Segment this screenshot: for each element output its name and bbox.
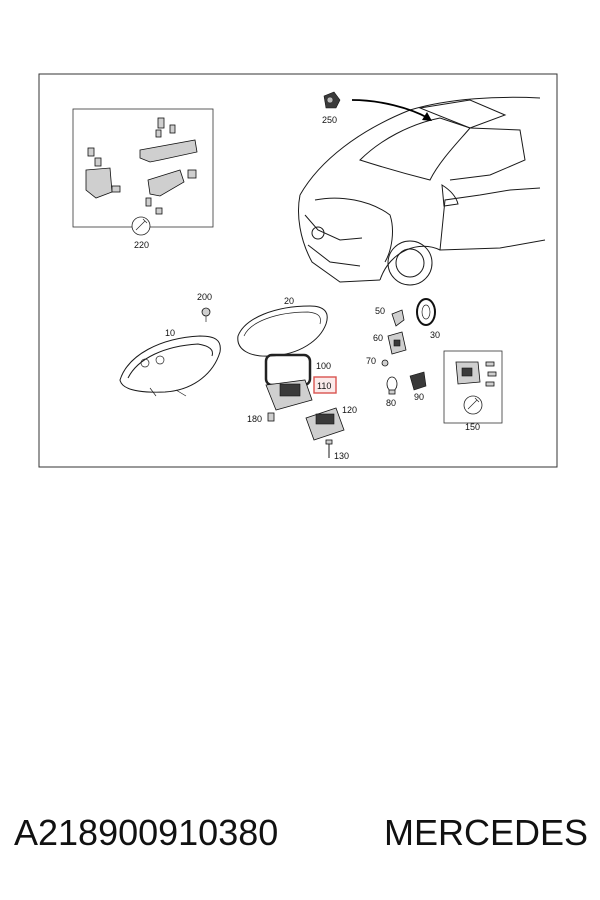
- callout-110: 110: [317, 381, 331, 391]
- part-number: A218900910380: [14, 812, 279, 853]
- parts-diagram: 220 250 10 20: [38, 73, 558, 468]
- lens-20: [237, 305, 328, 357]
- callout-20: 20: [284, 296, 294, 306]
- callout-70: 70: [366, 356, 376, 366]
- bulb-250: [323, 91, 341, 109]
- socket-60: [387, 331, 407, 355]
- wrench-icon: [131, 216, 151, 236]
- inset-box-220: [72, 108, 214, 228]
- bracket-parts-220: [85, 117, 198, 215]
- callout-220: 220: [134, 240, 149, 250]
- screw-130: [325, 439, 333, 458]
- callout-30: 30: [430, 330, 440, 340]
- wrench-icon-150: [463, 395, 483, 415]
- cap-30: [416, 298, 436, 326]
- callout-80: 80: [386, 398, 396, 408]
- callout-180: 180: [247, 414, 262, 424]
- screw-200: [201, 307, 211, 322]
- highlight-box-110: [313, 376, 337, 394]
- module-120: [305, 407, 345, 441]
- brand-name: MERCEDES: [383, 812, 588, 853]
- callout-60: 60: [373, 333, 383, 343]
- callout-90: 90: [414, 392, 424, 402]
- bulb-50: [391, 309, 405, 327]
- pointer-arrow: [351, 99, 429, 119]
- control-unit-110: [265, 379, 313, 411]
- callout-150: 150: [465, 422, 480, 432]
- callout-130: 130: [334, 451, 349, 461]
- caption: A218900910380 MERCEDES: [0, 808, 600, 858]
- arrow-head: [422, 112, 432, 121]
- callout-200: 200: [197, 292, 212, 302]
- callout-100: 100: [316, 361, 331, 371]
- adjuster-parts-150: [455, 361, 497, 387]
- bulb-80: [386, 376, 398, 395]
- bulb-70: [381, 359, 389, 367]
- callout-250: 250: [322, 115, 337, 125]
- screw-180: [267, 412, 275, 422]
- headlamp-10: [119, 335, 221, 397]
- callout-120: 120: [342, 405, 357, 415]
- callout-50: 50: [375, 306, 385, 316]
- callout-10: 10: [165, 328, 175, 338]
- socket-90: [409, 371, 427, 391]
